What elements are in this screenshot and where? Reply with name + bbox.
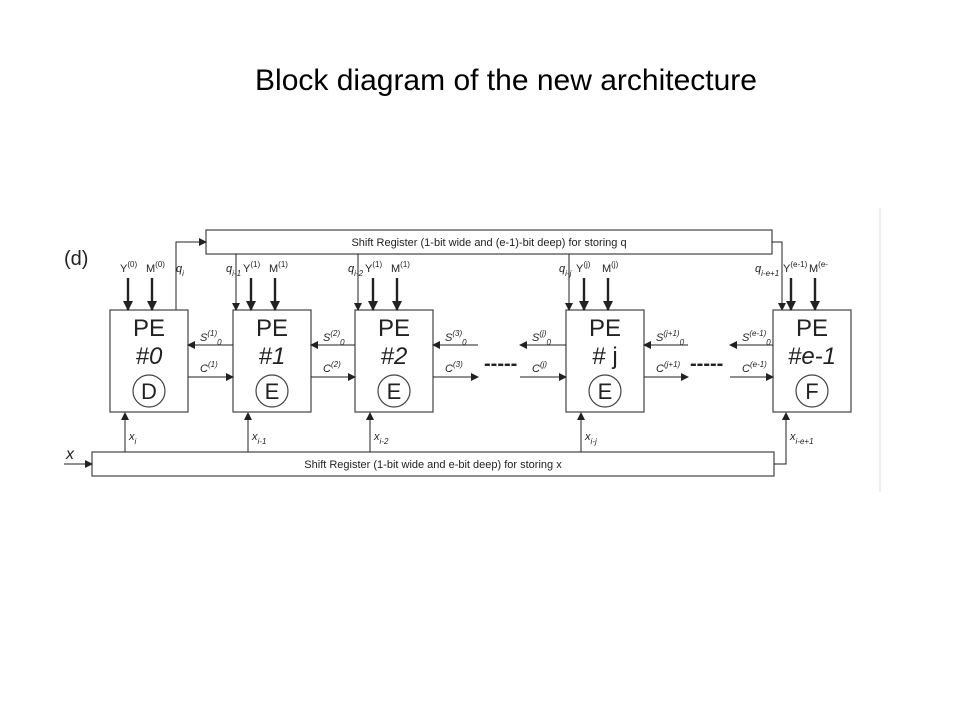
- y-label: Y(1): [365, 260, 382, 275]
- pe-type-circle: [377, 374, 411, 408]
- pe-link: S(2)0C(2): [310, 329, 356, 381]
- pe-link: S(1)0C(1): [187, 329, 234, 381]
- pe-block: PE#2E Y(1) M(1) qi-2 xi-2: [348, 254, 434, 452]
- m-label: M(j): [602, 260, 619, 275]
- pe-number: #e-1: [788, 343, 836, 370]
- pe-type-label: F: [805, 379, 818, 404]
- m-label: M(1): [269, 260, 288, 275]
- bottom-register-label: Shift Register (1-bit wide and e-bit dee…: [304, 459, 562, 471]
- pe-type-circle: [588, 374, 622, 408]
- slide-title: Block diagram of the new architecture: [255, 64, 757, 97]
- x-label: xi: [128, 431, 137, 446]
- q-right-line: [772, 241, 786, 311]
- s-label: S(3)0: [445, 329, 467, 347]
- pe-type-label: E: [598, 379, 613, 404]
- s-label: S(2)0: [323, 329, 345, 347]
- pe-link: S(3)0C(3): [432, 329, 479, 381]
- panel-label: (d): [64, 248, 88, 270]
- q-label: qi: [176, 263, 184, 278]
- ellipsis-left: -----: [484, 353, 517, 375]
- y-label: Y(e-1): [783, 260, 808, 275]
- pe-label: PE: [796, 315, 828, 342]
- pe-label: PE: [589, 315, 621, 342]
- q-label: qi-2: [348, 263, 364, 278]
- x-label: xi-e+1: [789, 431, 814, 446]
- pe-type-label: D: [141, 379, 157, 404]
- s-label: S(1)0: [200, 329, 222, 347]
- pe-type-circle: [795, 374, 829, 408]
- y-label: Y(0): [120, 260, 137, 275]
- c-label: C(j): [532, 360, 547, 375]
- s-label: S(j+1)0: [656, 329, 685, 347]
- x-label: xi-1: [251, 431, 266, 446]
- pe-number: #1: [259, 343, 286, 370]
- m-label: M(e-: [809, 260, 828, 275]
- pe-block: PE#e-1F Y(e-1)M(e-qi-e+1 xi-e+1: [755, 260, 852, 446]
- pe-block: PE#0D Y(0) M(0) qi xi: [109, 260, 189, 452]
- q-label: qi-e+1: [755, 263, 779, 278]
- pe-type-circle: [132, 374, 166, 408]
- s-label: S(j)0: [532, 329, 551, 347]
- s-label: S(e-1)0: [742, 329, 771, 347]
- q-label: qi-j: [559, 263, 572, 278]
- pe-type-label: E: [387, 379, 402, 404]
- top-register-label: Shift Register (1-bit wide and (e-1)-bit…: [351, 237, 626, 249]
- pe-label: PE: [256, 315, 288, 342]
- top-shift-register: [205, 229, 773, 255]
- m-label: M(0): [146, 260, 165, 275]
- c-label: C(e-1): [742, 360, 767, 375]
- x-label: xi-2: [373, 431, 389, 446]
- pe-type-label: E: [265, 379, 280, 404]
- pe-number: # j: [592, 343, 617, 370]
- pe-link: S(e-1)0C(e-1): [729, 329, 774, 381]
- pe-link: S(j)0C(j): [519, 329, 567, 381]
- pe-link: S(j+1)0C(j+1): [643, 329, 689, 381]
- c-label: C(1): [200, 360, 218, 375]
- q-label: qi-1: [226, 263, 241, 278]
- pe-block: PE# j E Y(j) M(j) qi-j xi-j: [559, 254, 645, 452]
- x-label: xi-j: [584, 431, 597, 446]
- x-right-line: [774, 412, 790, 465]
- y-label: Y(j): [576, 260, 591, 275]
- pe-number: #0: [136, 343, 163, 370]
- pe-block: PE#1E Y(1) M(1) qi-1 xi-1: [226, 254, 312, 452]
- y-label: Y(1): [243, 260, 260, 275]
- pe-type-circle: [255, 374, 289, 408]
- ellipsis-right: -----: [690, 353, 723, 375]
- pe-number: #2: [381, 343, 408, 370]
- pe-label: PE: [133, 315, 165, 342]
- q-feedback-line: [175, 238, 207, 310]
- bottom-shift-register: [91, 451, 775, 477]
- pe-label: PE: [378, 315, 410, 342]
- x-input-label: x: [65, 446, 75, 463]
- m-label: M(1): [391, 260, 410, 275]
- c-label: C(2): [323, 360, 341, 375]
- c-label: C(j+1): [656, 360, 681, 375]
- c-label: C(3): [445, 360, 463, 375]
